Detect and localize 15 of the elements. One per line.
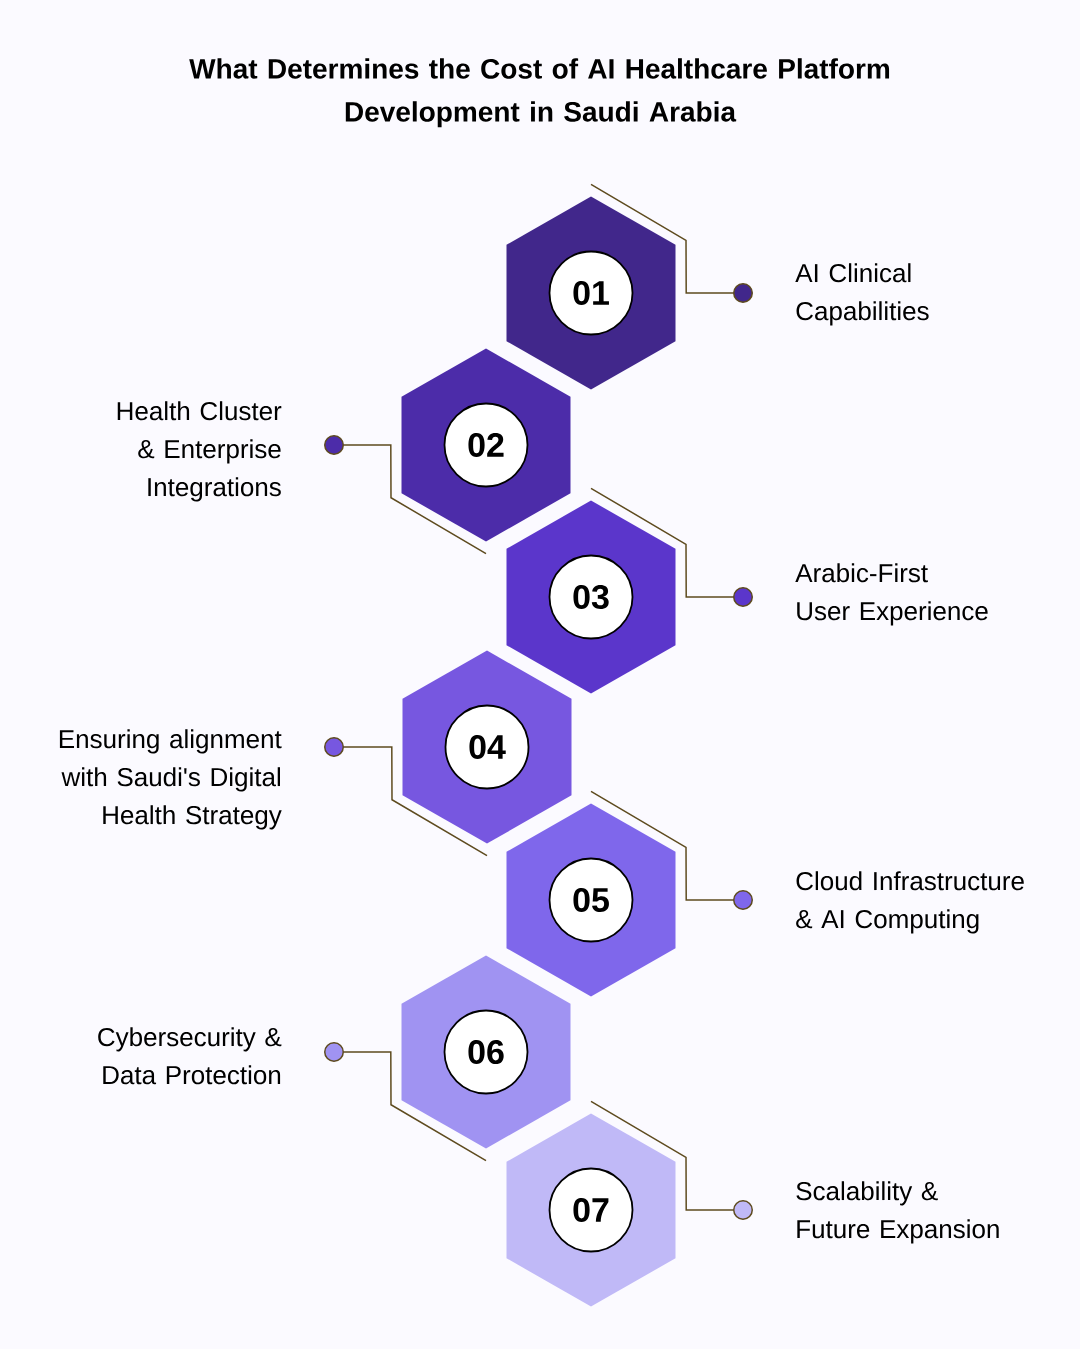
leader-line xyxy=(590,1100,753,1220)
leader-line xyxy=(324,435,487,555)
description: AI Clinical Capabilities xyxy=(795,263,929,326)
leader-line xyxy=(590,487,753,607)
leader-line xyxy=(324,737,488,857)
description: Cloud Infrastructure & AI Computing xyxy=(796,871,1024,934)
leader-line xyxy=(590,183,753,303)
description: Cybersecurity & Data Protection xyxy=(98,1027,282,1085)
description: Health Cluster & Enterprise Integrations xyxy=(117,401,282,502)
leader-line xyxy=(324,1042,487,1162)
leader-line xyxy=(590,790,753,910)
description: Scalability & Future Expansion xyxy=(796,1181,999,1244)
description: Ensuring alignment with Saudi's Digital Health Strategy xyxy=(59,729,282,830)
title: What Determines the Cost of AI Healthcare Platform Development in Saudi Arabia xyxy=(189,58,890,128)
description: Arabic-First User Experience xyxy=(795,563,988,626)
